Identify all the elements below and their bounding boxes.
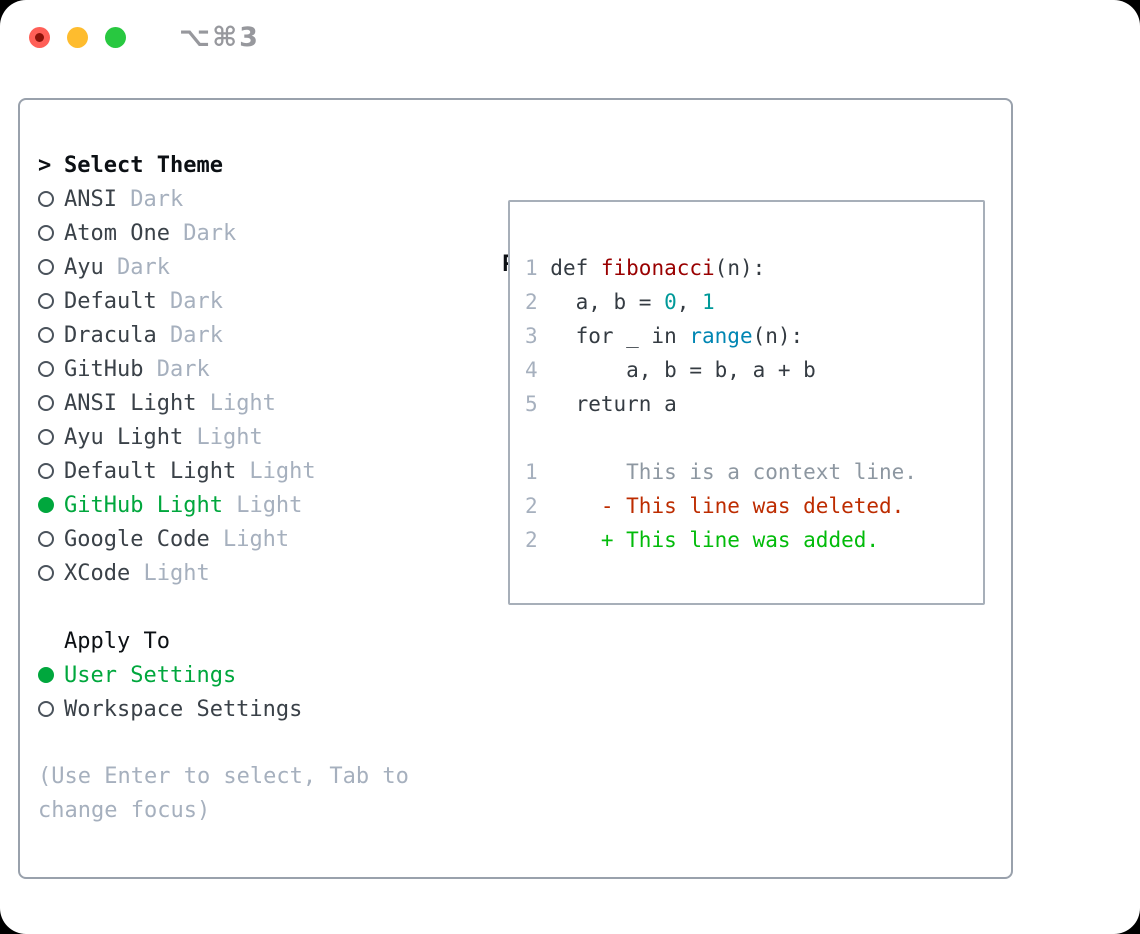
apply-option-workspace-settings[interactable]: Workspace Settings xyxy=(20,692,490,726)
radio-icon xyxy=(38,429,54,445)
preview-code-box: 1 def fibonacci(n): 2 a, b = 0, 1 3 for _ … xyxy=(508,200,985,605)
radio-icon xyxy=(38,191,54,207)
theme-variant-tag: Light xyxy=(236,458,316,484)
theme-option-google-code[interactable]: Google Code Light xyxy=(20,522,490,556)
code-line: 2 - This line was deleted. xyxy=(525,494,905,518)
window-shortcut-label: ⌥⌘3 xyxy=(179,21,260,53)
code-line: 1 def fibonacci(n): xyxy=(525,256,766,280)
theme-option-github[interactable]: GitHub Dark xyxy=(20,352,490,386)
apply-option-label: User Settings xyxy=(64,662,237,688)
theme-variant-tag: Dark xyxy=(116,186,184,212)
theme-option-github-light[interactable]: GitHub Light Light xyxy=(20,488,490,522)
theme-variant-tag: Dark xyxy=(156,288,223,314)
code-line: 1 This is a context line. xyxy=(525,460,917,484)
theme-variant-tag: Light xyxy=(130,560,210,586)
theme-option-label: Dracula xyxy=(64,322,157,348)
theme-variant-tag: Light xyxy=(222,492,303,518)
theme-variant-tag: Dark xyxy=(103,254,170,280)
radio-icon xyxy=(38,361,54,377)
theme-option-default-light[interactable]: Default Light Light xyxy=(20,454,490,488)
theme-option-label: GitHub Light xyxy=(64,492,223,518)
code-line: 4 a, b = b, a + b xyxy=(525,358,816,382)
theme-option-label: XCode xyxy=(64,560,131,586)
theme-variant-tag: Dark xyxy=(143,356,210,382)
theme-option-ansi[interactable]: ANSI Dark xyxy=(20,182,490,216)
theme-menu-title: Select Theme xyxy=(64,152,223,178)
code-line xyxy=(525,421,983,455)
radio-icon xyxy=(38,565,54,581)
code-line: 2 + This line was added. xyxy=(525,528,880,552)
code-line: 5 return a xyxy=(525,392,677,416)
cursor-icon: > xyxy=(38,152,52,178)
minimize-button-icon[interactable] xyxy=(67,26,88,48)
theme-option-ayu[interactable]: Ayu Dark xyxy=(20,250,490,284)
zoom-button-icon[interactable] xyxy=(105,26,126,48)
radio-icon xyxy=(38,225,54,241)
radio-icon xyxy=(38,327,54,343)
theme-variant-tag: Light xyxy=(196,390,276,416)
theme-option-label: Ayu xyxy=(64,254,104,280)
radio-icon xyxy=(38,395,54,411)
apply-option-label: Workspace Settings xyxy=(64,696,303,722)
help-text-line-1: (Use Enter to select, Tab to xyxy=(38,764,409,789)
radio-selected-icon xyxy=(38,667,54,683)
code-line: 3 for _ in range(n): xyxy=(525,324,804,348)
theme-variant-tag: Light xyxy=(209,526,290,552)
radio-icon xyxy=(38,531,54,547)
theme-option-label: GitHub xyxy=(64,356,144,382)
close-button-icon[interactable] xyxy=(29,26,50,48)
spacer xyxy=(20,726,490,760)
radio-icon xyxy=(38,701,54,717)
title-bar: ⌥⌘3 xyxy=(0,0,1140,74)
theme-variant-tag: Dark xyxy=(156,322,223,348)
apply-to-header: Apply To xyxy=(20,624,490,658)
theme-option-label: Default Light xyxy=(64,458,237,484)
theme-option-xcode[interactable]: XCode Light xyxy=(20,556,490,590)
theme-variant-tag: Light xyxy=(183,424,263,450)
theme-variant-tag: Dark xyxy=(169,220,237,246)
radio-icon xyxy=(38,259,54,275)
theme-option-ansi-light[interactable]: ANSI Light Light xyxy=(20,386,490,420)
radio-icon xyxy=(38,293,54,309)
theme-option-label: ANSI Light xyxy=(64,390,197,416)
help-text-line-2: change focus) xyxy=(38,798,211,823)
apply-option-user-settings[interactable]: User Settings xyxy=(20,658,490,692)
theme-menu-header: > Select Theme xyxy=(20,148,490,182)
code-line: 2 a, b = 0, 1 xyxy=(525,290,715,314)
code-preview: 1 def fibonacci(n): 2 a, b = 0, 1 3 for _ … xyxy=(510,202,983,557)
theme-option-label: Google Code xyxy=(64,526,210,552)
apply-to-title: Apply To xyxy=(64,628,170,654)
radio-icon xyxy=(38,463,54,479)
theme-option-label: ANSI xyxy=(64,186,117,212)
theme-option-ayu-light[interactable]: Ayu Light Light xyxy=(20,420,490,454)
theme-option-atom-one[interactable]: Atom One Dark xyxy=(20,216,490,250)
theme-option-default[interactable]: Default Dark xyxy=(20,284,490,318)
theme-option-label: Atom One xyxy=(64,220,170,246)
radio-selected-icon xyxy=(38,497,54,513)
theme-option-label: Default xyxy=(64,288,157,314)
spacer xyxy=(20,590,490,624)
theme-option-label: Ayu Light xyxy=(64,424,184,450)
theme-option-dracula[interactable]: Dracula Dark xyxy=(20,318,490,352)
